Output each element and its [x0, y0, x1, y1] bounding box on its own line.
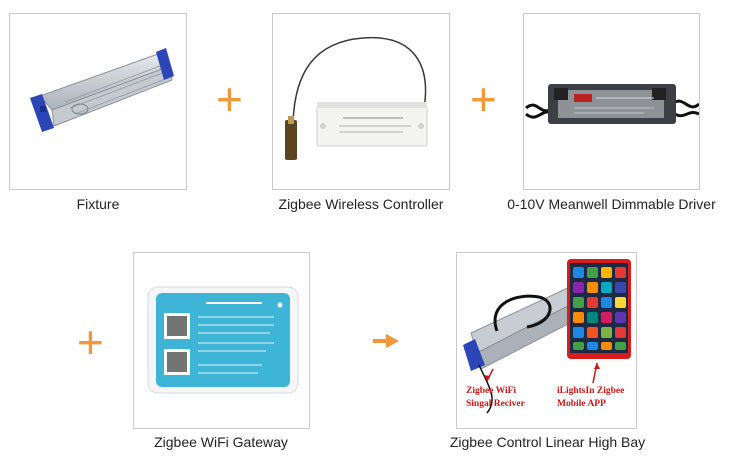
controller-tile	[272, 13, 450, 190]
fixture-caption: Fixture	[76, 196, 120, 212]
controller-image	[285, 36, 428, 160]
gateway-image	[147, 286, 299, 394]
gateway-tile	[133, 252, 310, 429]
app-grid	[573, 267, 626, 350]
fixture-tile	[9, 13, 187, 190]
plus-icon: +	[216, 73, 243, 125]
plus-icon: +	[77, 316, 104, 368]
signal-receiver-label: Zigbee WiFi Singal Reciver	[466, 386, 525, 409]
gateway-caption: Zigbee WiFi Gateway	[154, 434, 288, 450]
mobile-app-label: iLightsIn Zigbee Mobile APP	[557, 386, 625, 409]
arrow-right-icon	[373, 334, 399, 348]
driver-image	[525, 84, 699, 124]
controller-caption: Zigbee Wireless Controller	[278, 196, 444, 212]
high-bay-caption: Zigbee Control Linear High Bay	[449, 434, 646, 450]
fixture-image	[30, 48, 174, 132]
plus-icon: +	[470, 73, 497, 125]
driver-caption: 0-10V Meanwell Dimmable Driver	[507, 196, 716, 212]
high-bay-tile: Zigbee WiFi Singal Reciver iLightsIn Zig…	[456, 252, 637, 429]
driver-tile	[523, 13, 700, 190]
high-bay-image	[463, 259, 631, 414]
